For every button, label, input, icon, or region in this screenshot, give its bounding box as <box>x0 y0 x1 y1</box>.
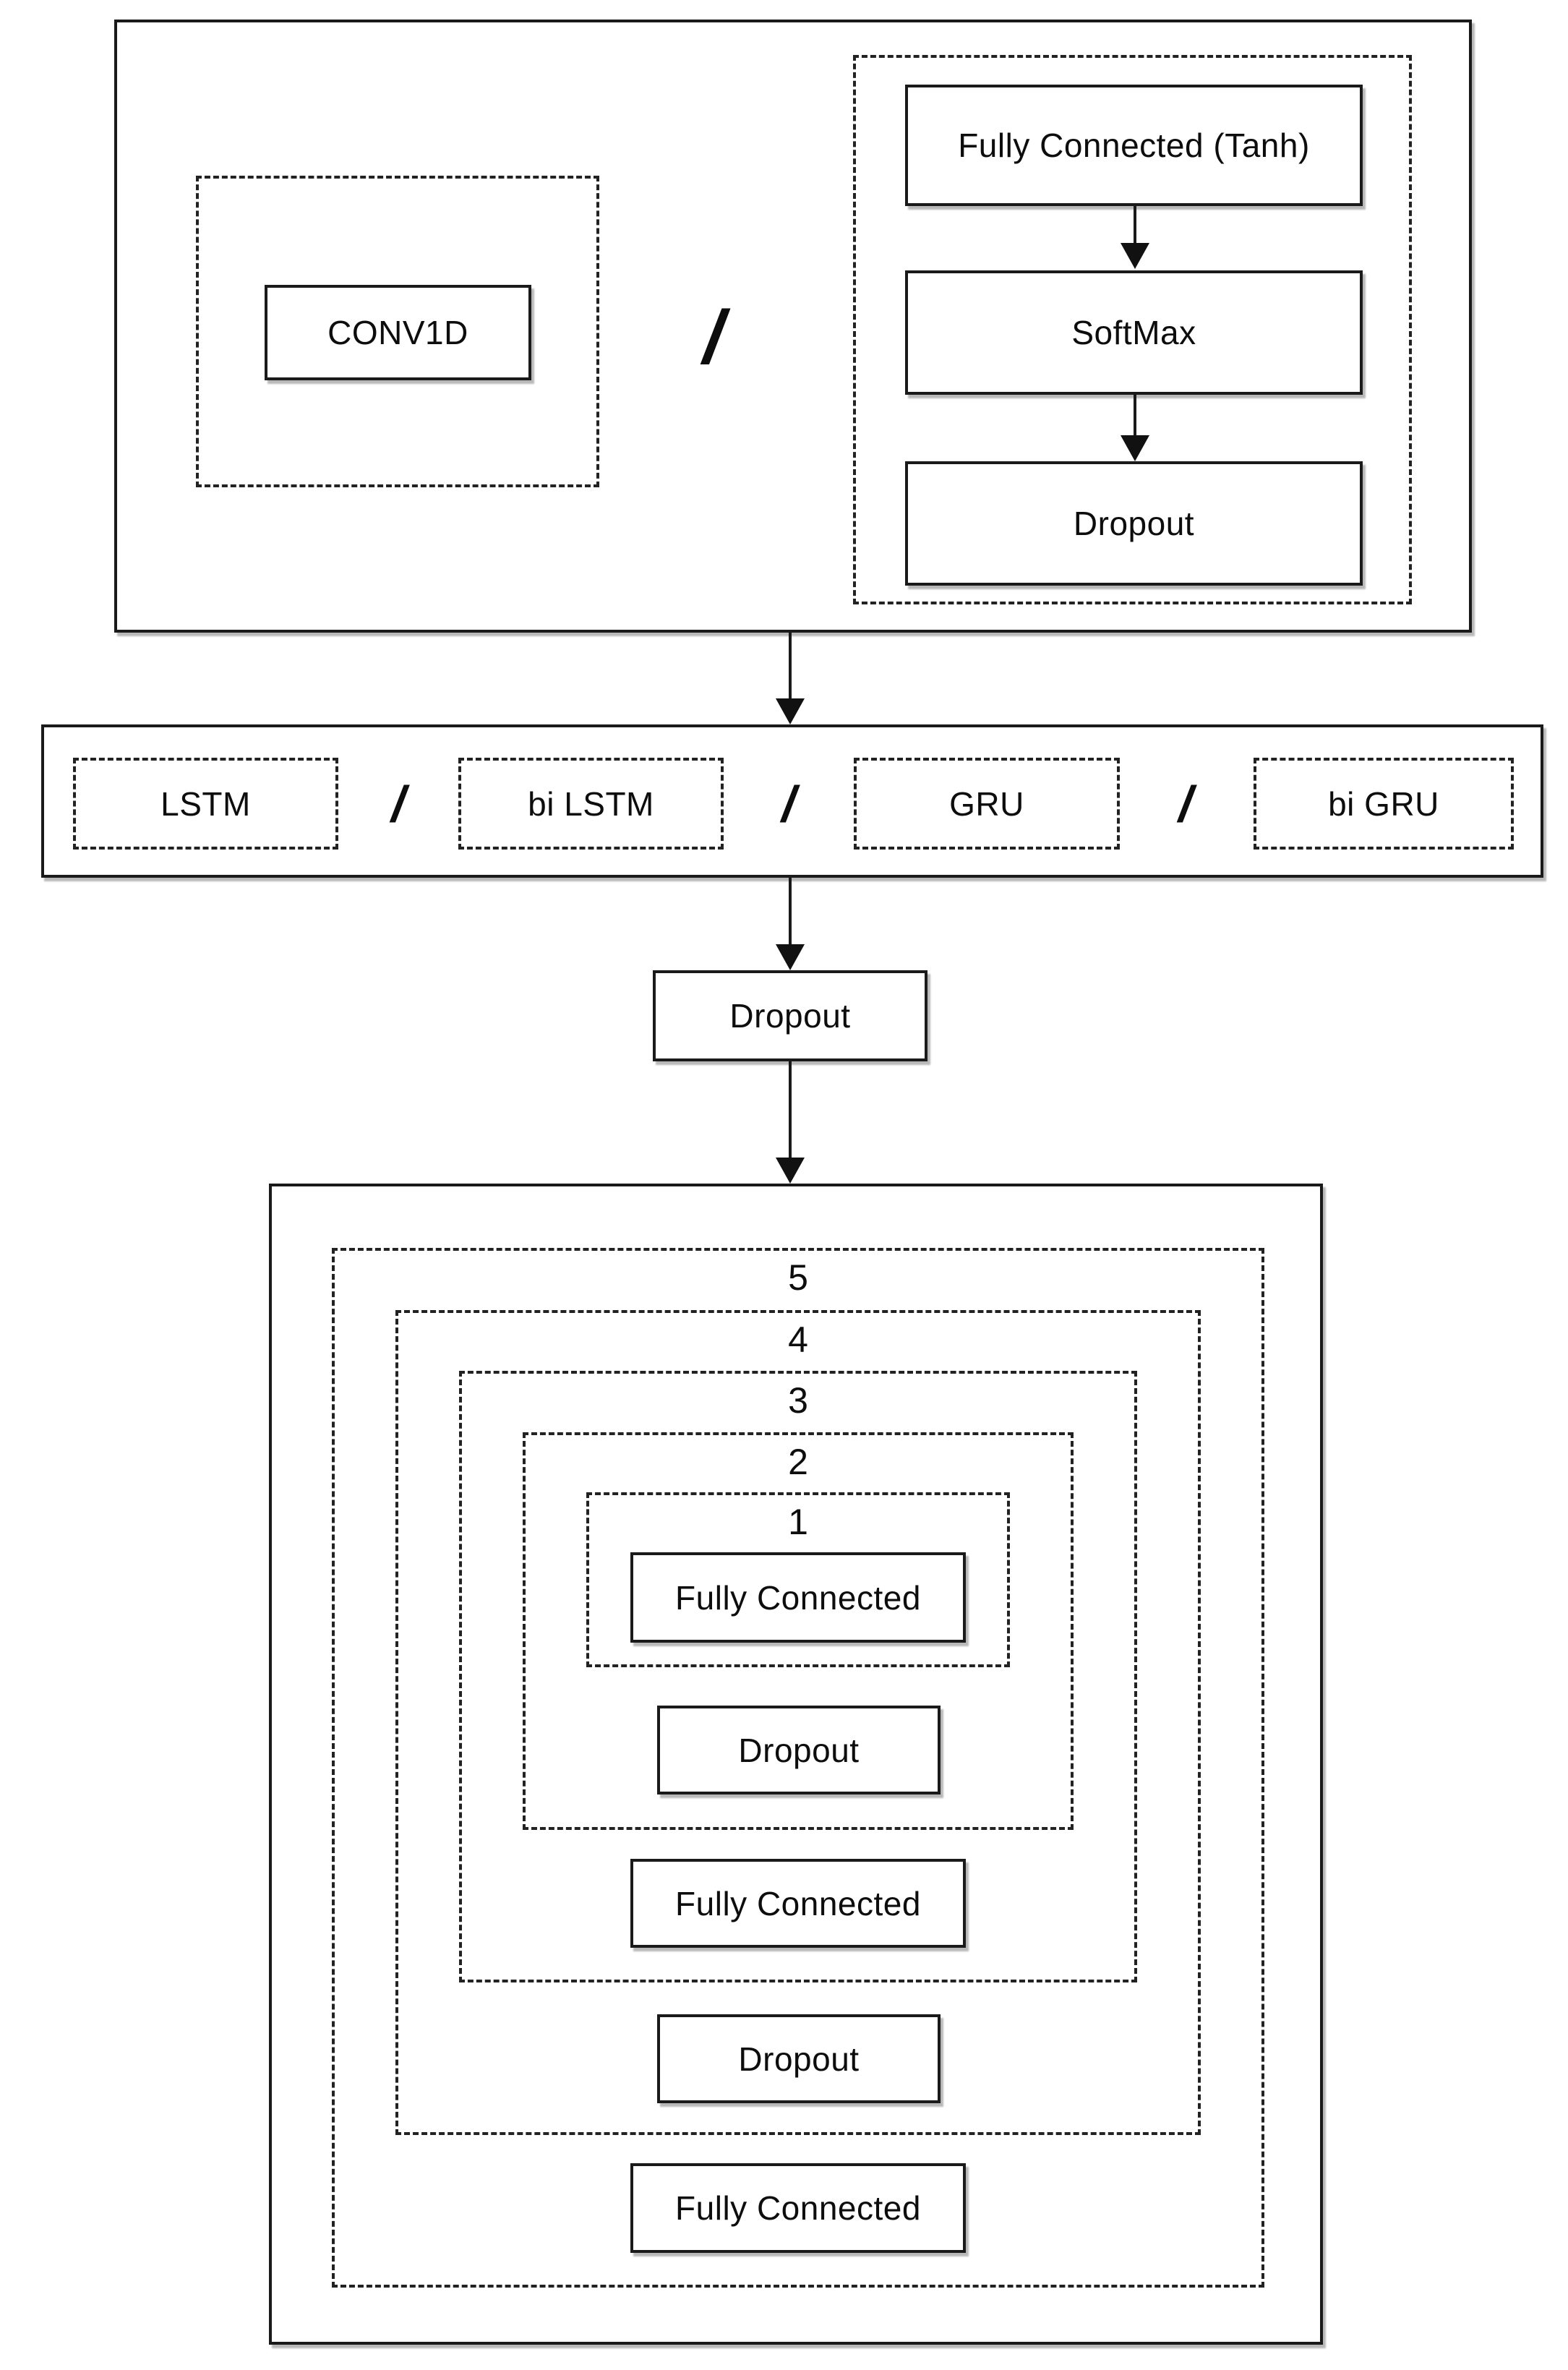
top-branch-separator-slash: / <box>703 296 724 380</box>
recurrent-separator-slash-2: / <box>781 776 796 832</box>
arrow-fc-tanh-to-softmax-line <box>1134 206 1136 247</box>
dense-fc-box-3: Fully Connected <box>630 2163 966 2253</box>
softmax-label: SoftMax <box>1071 314 1196 351</box>
dense-ring-3: 3 <box>459 1371 1137 1982</box>
dense-ring-2: 2 <box>523 1432 1074 1830</box>
dense-ring-1-label: 1 <box>788 1502 808 1542</box>
dense-ring-2-label: 2 <box>788 1442 808 1482</box>
arrow-top-to-recurrent-line <box>789 633 792 701</box>
arrow-dropout-to-dense-head <box>776 1158 805 1184</box>
lstm-label: LSTM <box>160 784 251 823</box>
dense-ring-1: 1 <box>586 1492 1010 1667</box>
conv1d-label: CONV1D <box>327 314 468 351</box>
attention-dropout-box: Dropout <box>905 461 1363 586</box>
arrow-softmax-to-dropout-line <box>1134 395 1136 437</box>
recurrent-section-box: LSTM / bi LSTM / GRU / bi GRU <box>41 724 1543 878</box>
arrow-dropout-to-dense-line <box>789 1061 792 1158</box>
dense-fc-label-3: Fully Connected <box>675 2189 921 2227</box>
bi-lstm-label: bi LSTM <box>528 784 654 823</box>
gru-label: GRU <box>949 784 1024 823</box>
dense-dropout-box-1: Dropout <box>657 1706 941 1794</box>
arrow-softmax-to-dropout-head <box>1121 435 1149 461</box>
recurrent-separator-slash-3: / <box>1178 776 1193 832</box>
dense-ring-5-label: 5 <box>788 1257 808 1298</box>
dense-ring-3-label: 3 <box>788 1380 808 1421</box>
softmax-box: SoftMax <box>905 270 1363 395</box>
bi-lstm-option-box: bi LSTM <box>458 758 724 850</box>
dense-ring-5: 5 <box>332 1248 1264 2288</box>
attention-branch-dashed-box <box>853 55 1412 604</box>
arrow-recurrent-to-dropout-line <box>789 878 792 944</box>
lstm-option-box: LSTM <box>73 758 338 850</box>
dense-ring-4-label: 4 <box>788 1319 808 1360</box>
recurrent-separator-slash-1: / <box>391 776 406 832</box>
conv-branch-dashed-box <box>196 176 599 487</box>
mid-dropout-label: Dropout <box>729 997 851 1035</box>
attention-dropout-label: Dropout <box>1073 505 1195 542</box>
bi-gru-label: bi GRU <box>1328 784 1439 823</box>
arrow-recurrent-to-dropout-head <box>776 944 805 970</box>
feature-extraction-section-box: CONV1D / Fully Connected (Tanh) SoftMax … <box>114 20 1472 633</box>
dense-dropout-label-2: Dropout <box>738 2040 860 2078</box>
mid-dropout-box: Dropout <box>653 970 927 1061</box>
arrow-top-to-recurrent-head <box>776 698 805 724</box>
gru-option-box: GRU <box>854 758 1120 850</box>
conv1d-box: CONV1D <box>265 285 531 380</box>
dense-fc-box-2: Fully Connected <box>630 1859 966 1948</box>
dense-ring-4: 4 <box>395 1310 1201 2135</box>
fully-connected-tanh-box: Fully Connected (Tanh) <box>905 85 1363 206</box>
bi-gru-option-box: bi GRU <box>1254 758 1514 850</box>
dense-dropout-box-2: Dropout <box>657 2014 941 2103</box>
dense-fc-box-1: Fully Connected <box>630 1552 966 1643</box>
dense-section-box: 5 4 3 2 1 Fully Connected Dropout Fully … <box>269 1184 1323 2345</box>
fully-connected-tanh-label: Fully Connected (Tanh) <box>958 127 1310 164</box>
dense-fc-label-2: Fully Connected <box>675 1884 921 1922</box>
arrow-fc-tanh-to-softmax-head <box>1121 243 1149 269</box>
dense-fc-label-1: Fully Connected <box>675 1578 921 1617</box>
dense-dropout-label-1: Dropout <box>738 1731 860 1769</box>
